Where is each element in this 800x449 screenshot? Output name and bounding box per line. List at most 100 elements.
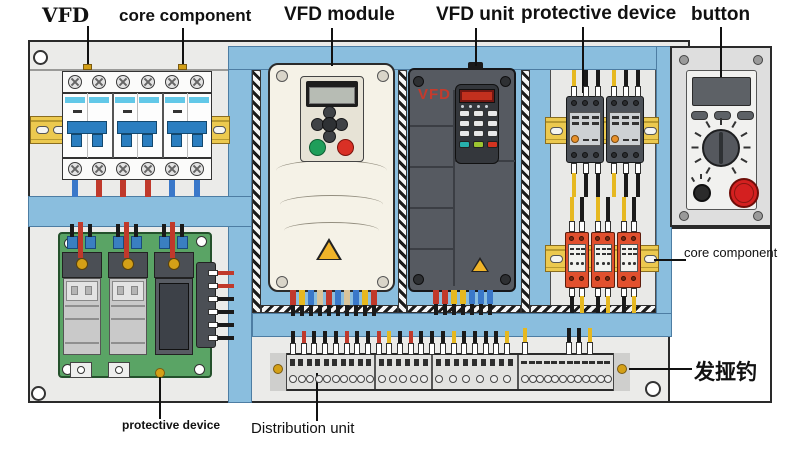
distribution-wire xyxy=(588,328,592,348)
spd-label-line xyxy=(607,253,611,255)
strip-dash xyxy=(604,361,611,364)
strip-divider xyxy=(431,355,433,389)
terminal-screw xyxy=(68,162,82,176)
wire-ferrule xyxy=(504,343,510,355)
unit-key xyxy=(487,110,498,117)
pointer-target xyxy=(178,64,187,70)
strip-dash xyxy=(551,361,558,364)
contactor-label-line xyxy=(622,116,629,119)
module-wire xyxy=(299,290,305,305)
contactor-wire xyxy=(624,70,628,88)
panel-display xyxy=(692,77,751,106)
wire-ferrule xyxy=(439,343,446,355)
strip-hole xyxy=(314,375,323,383)
spd-label-line xyxy=(581,253,585,255)
distribution-wire xyxy=(291,331,295,349)
strip-terminal xyxy=(349,359,354,366)
connector-wire xyxy=(218,284,234,288)
relay-body-pin xyxy=(85,286,92,295)
wire-ferrule xyxy=(364,343,371,355)
label-vfd-module: VFD module xyxy=(284,4,395,25)
terminal-screw xyxy=(165,75,179,89)
unit-key xyxy=(473,120,484,127)
strip-dash xyxy=(574,361,581,364)
module-red-button xyxy=(337,139,354,156)
dpad-center-button xyxy=(322,117,337,132)
strip-hole xyxy=(589,375,598,383)
unit-wire xyxy=(469,290,475,304)
module-wire-lead xyxy=(318,305,322,316)
spd-label-line xyxy=(607,248,611,250)
strip-hole xyxy=(574,375,583,383)
unit-seam xyxy=(410,166,453,168)
strip-terminal xyxy=(306,359,312,366)
pointer-line-vfd xyxy=(87,26,89,66)
strip-hole xyxy=(604,375,613,383)
wire-ferrule xyxy=(566,342,572,355)
strip-terminal xyxy=(508,359,514,366)
unit-wire xyxy=(487,290,493,304)
rail-slot xyxy=(36,126,49,134)
strip-hole xyxy=(289,375,297,383)
wire-ferrule xyxy=(311,343,318,355)
contactor-terminal xyxy=(571,152,577,158)
spd-label-line xyxy=(596,253,600,255)
unit-key xyxy=(459,130,470,137)
module-contour xyxy=(280,195,383,214)
breaker-toggle-stub xyxy=(121,134,132,147)
wire-ferrule xyxy=(397,343,403,355)
distribution-wire xyxy=(430,331,435,349)
spd-terminal xyxy=(595,236,600,241)
spd-label-line xyxy=(576,253,580,255)
module-wire-lead xyxy=(309,305,313,316)
relay-body-pin xyxy=(117,286,124,295)
contactor-wire xyxy=(636,70,640,88)
wire-ferrule xyxy=(332,343,339,355)
hatch-bottom-protective xyxy=(530,305,656,313)
strip-hole xyxy=(357,375,365,383)
label-hook: 发挜钓 xyxy=(694,360,757,384)
unit-key xyxy=(459,110,470,117)
rail-slot xyxy=(550,127,563,135)
strip-terminal xyxy=(332,359,337,366)
spd-wire xyxy=(606,197,610,223)
spd-terminal xyxy=(595,276,600,281)
strip-hole xyxy=(388,375,397,383)
strip-dash xyxy=(528,361,535,364)
connector-pin xyxy=(208,309,218,315)
unit-key xyxy=(487,120,498,127)
contactor-label-line xyxy=(583,139,589,141)
knob-tick xyxy=(720,118,722,125)
connector-pin xyxy=(208,322,218,328)
frame-left-shelf xyxy=(28,196,252,227)
unit-wire-lead xyxy=(488,304,492,315)
relay-wire-red xyxy=(170,222,175,258)
strip-terminal xyxy=(444,359,450,366)
wire-ferrule xyxy=(290,343,296,355)
module-wire xyxy=(362,290,368,305)
breaker-wire xyxy=(145,180,151,197)
strip-dash xyxy=(558,361,565,364)
unit-key-colored xyxy=(459,141,470,148)
strip-terminal xyxy=(413,359,419,366)
warning-triangle-icon xyxy=(473,260,487,271)
pointer-line-protective-device-bottom xyxy=(159,377,161,419)
strip-terminal xyxy=(298,359,303,366)
breaker-divider xyxy=(112,93,114,158)
strip-hole xyxy=(551,375,560,383)
relay-gold-screw xyxy=(76,258,88,270)
wire-ferrule xyxy=(576,342,582,355)
module-wire-lead xyxy=(345,305,349,316)
wire-ferrule xyxy=(386,343,393,355)
distribution-wire xyxy=(301,331,306,349)
unit-key xyxy=(459,120,470,127)
unit-wire-lead xyxy=(470,304,474,315)
strip-divider xyxy=(517,355,519,389)
breaker-stripe xyxy=(115,97,135,103)
contactor-wire xyxy=(596,70,600,88)
spd-label-line xyxy=(622,248,626,250)
unit-key xyxy=(473,130,484,137)
distribution-wire xyxy=(387,331,392,349)
strip-hole xyxy=(596,375,605,383)
wire-ferrule xyxy=(300,343,307,355)
